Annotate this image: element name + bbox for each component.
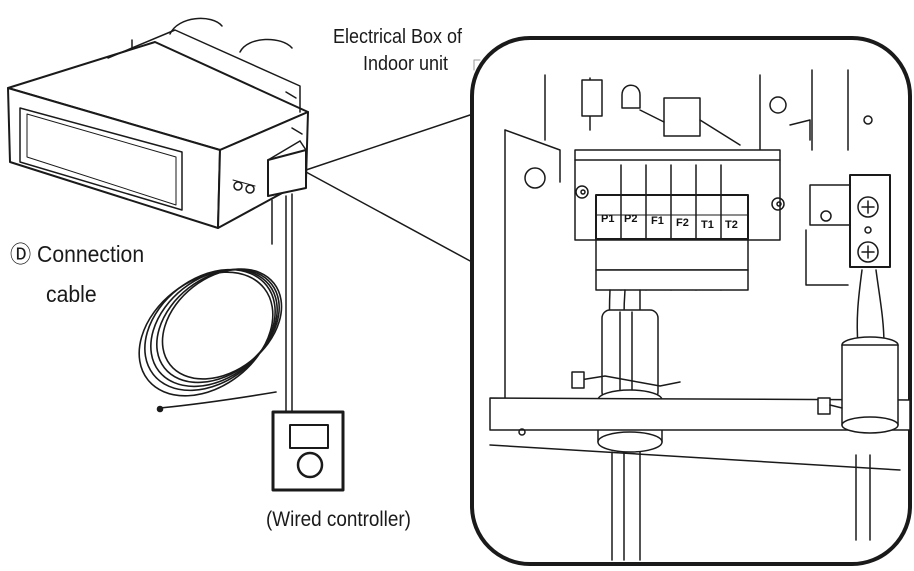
controller-cable [271,193,293,413]
electrical-box-label-line1: Electrical Box of [333,26,463,48]
terminal-p2: P2 [624,213,637,225]
connection-cable-label-line1: Ⓓ Connection [10,241,145,267]
terminal-t1: T1 [701,219,714,231]
indoor-unit-illustration [7,17,309,229]
terminal-labels: P1 P2 F1 F2 T1 T2 [601,213,738,231]
connection-cable-label-line2: cable [46,281,97,307]
terminal-f2: F2 [676,217,689,229]
terminal-t2: T2 [725,219,738,231]
wired-controller-label: (Wired controller) [266,508,411,531]
connection-cable-coil [138,268,283,413]
terminal-f1: F1 [651,215,664,227]
zoomed-electrical-box: P1 P2 F1 F2 T1 T2 [470,36,912,566]
terminal-p1: P1 [601,213,614,225]
electrical-box-label-line2: Indoor unit [363,53,449,75]
wired-controller-icon [271,410,345,492]
electrical-box [267,149,307,197]
